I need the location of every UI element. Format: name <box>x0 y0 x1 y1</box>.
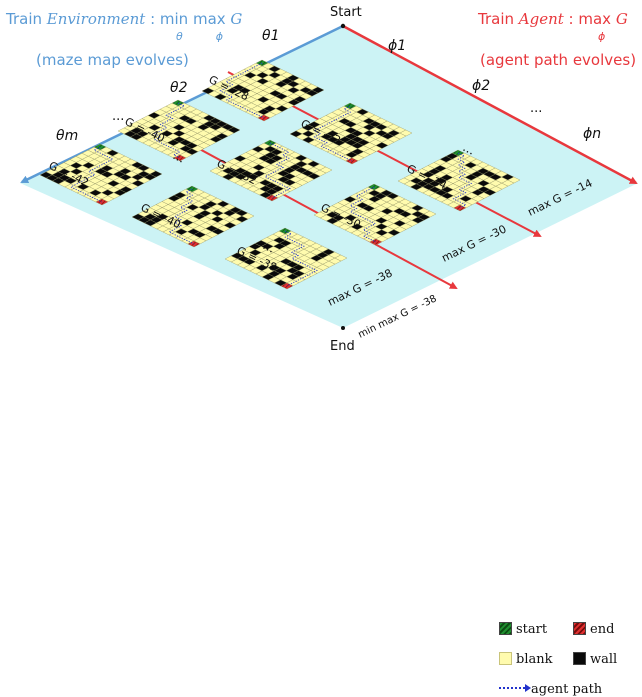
maze-7 <box>39 143 163 206</box>
header-right-g: G <box>615 10 628 28</box>
agent-path-line <box>349 186 377 243</box>
maze-9 <box>224 227 348 290</box>
agent-path-arrow-icon <box>499 684 531 692</box>
maze-group <box>39 59 521 290</box>
ellipsis-2: ... <box>530 101 542 116</box>
phi-axis <box>342 24 638 185</box>
maze-1 <box>201 59 325 122</box>
agent-path-line <box>452 152 473 209</box>
phi-label-1: ϕ1 <box>388 38 406 54</box>
end-point <box>341 326 345 330</box>
start-point <box>340 23 346 29</box>
maze-8 <box>131 185 255 248</box>
agent-path-line <box>168 188 195 245</box>
agent-path-line <box>153 102 186 159</box>
legend-wall: wall <box>573 652 617 667</box>
legend-start-label: start <box>516 622 548 637</box>
maze-6 <box>313 183 437 246</box>
ellipsis-3: ... <box>171 148 187 166</box>
maze-4 <box>117 99 241 162</box>
header-left-prefix: Train <box>6 10 47 28</box>
header-right-sub-phi: ϕ <box>598 30 606 43</box>
wall-swatch-icon <box>573 652 586 665</box>
header-left-sub-phi: ϕ <box>215 30 223 43</box>
header-left-subscripts: θ ϕ <box>176 28 223 46</box>
ellipsis-4: ... <box>461 140 477 158</box>
agent-path-line <box>69 146 114 203</box>
header-left-caption: (maze map evolves) <box>36 51 189 69</box>
theta-label-2: θ2 <box>170 80 188 96</box>
theta-label-1: θ1 <box>262 28 279 44</box>
legend-end: end <box>573 622 614 637</box>
blank-swatch-icon <box>499 652 512 665</box>
start-label: Start <box>330 5 362 20</box>
end-label: End <box>330 339 355 354</box>
legend-wall-label: wall <box>590 652 618 667</box>
maze-2 <box>289 102 413 165</box>
header-right: Train Agent : max G <box>478 10 628 28</box>
legend-blank: blank <box>499 652 552 667</box>
agent-path-line <box>264 142 291 199</box>
header-right-suffix: : max <box>563 10 616 28</box>
legend-path: agent path <box>499 682 602 697</box>
header-left-suffix: : min max <box>145 10 231 28</box>
header-left-g: G <box>230 10 243 28</box>
header-left-sub-theta: θ <box>176 30 183 43</box>
header-right-caption: (agent path evolves) <box>480 51 637 69</box>
end-swatch-icon <box>573 622 586 635</box>
theta-label-3: θm <box>56 128 78 144</box>
maze-5 <box>209 139 333 202</box>
header-right-prefix: Train <box>478 10 519 28</box>
ellipsis-1: ... <box>112 109 124 124</box>
maze-3 <box>397 149 521 212</box>
phi-label-3: ϕn <box>583 126 601 142</box>
legend-blank-label: blank <box>516 652 553 667</box>
phi-label-2: ϕ2 <box>472 78 490 94</box>
header-right-subscripts: ϕ <box>598 28 605 46</box>
header-right-emph: Agent <box>518 10 564 28</box>
legend-end-label: end <box>590 622 615 637</box>
header-left: Train Environment : min max G <box>6 10 242 28</box>
ellipsis-5: ... <box>261 238 277 256</box>
legend-path-label: agent path <box>531 682 603 697</box>
start-swatch-icon <box>499 622 512 635</box>
agent-path-line <box>313 105 353 162</box>
legend-start: start <box>499 622 547 637</box>
agent-path-line <box>284 230 318 287</box>
agent-path-line <box>219 62 265 119</box>
header-left-emph: Environment <box>46 10 146 28</box>
